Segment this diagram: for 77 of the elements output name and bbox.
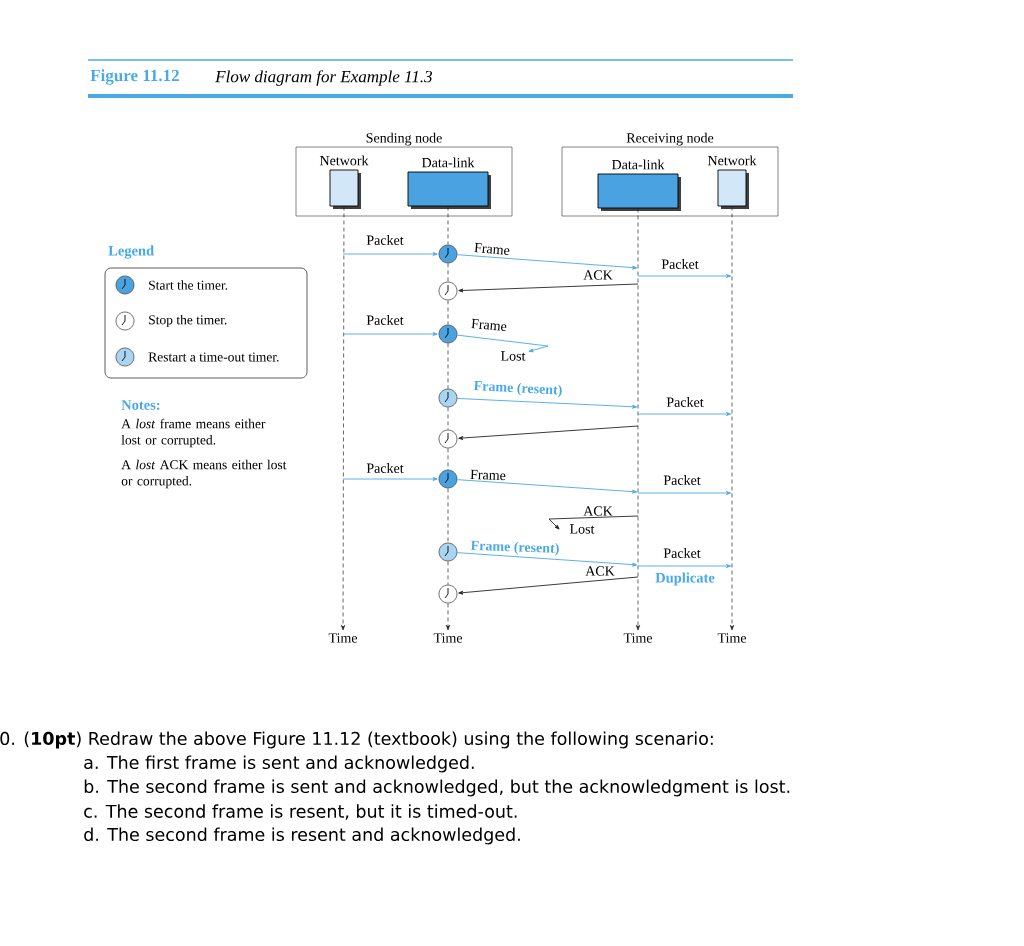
label: Lost [569,524,595,534]
node-label: Data-link [421,157,475,168]
arrow [342,252,438,256]
figure-title: Figure 11.12 [90,69,179,85]
arrow [458,425,639,440]
timer-icon [438,469,458,489]
edge-label: Frame [474,242,510,255]
arrow [456,398,638,409]
node-label: Network [707,155,757,166]
lifeline [340,206,346,631]
timer-icon [438,429,458,449]
lifeline [635,208,641,631]
question-text: b. The second frame is sent and acknowledged, but the acknowledgment is lost. [84,779,790,797]
lifeline [447,488,449,543]
edge-label: ACK [585,566,615,576]
lifeline [447,206,449,245]
lifeline [447,300,449,325]
edge-label: Frame (resent) [473,380,562,398]
figure-caption: Flow diagram for Example 11.3 [215,70,432,86]
edge-label: Packet [366,235,404,245]
legend-text: Stop the timer. [149,314,227,328]
time-label: Time [433,633,463,643]
timer-icon [438,542,458,562]
edge-label: Packet [366,463,404,473]
timer-icon [438,281,458,301]
time-label: Time [623,633,653,643]
lifeline [447,561,449,585]
node-label: Data-link [611,159,665,170]
lifeline [447,263,449,282]
lifeline [447,448,449,470]
edge-label: Frame [470,469,506,481]
note-text: A lost ACK means either lost or corrupted. [121,459,287,489]
node-label: Sending node [366,132,442,146]
arrow [456,334,549,353]
arrow [456,552,638,567]
heading: Legend [108,245,154,259]
layer-box: Network [707,155,757,209]
label: ACK [583,506,613,516]
edge-label: Frame (resent) [470,540,559,556]
edge-label: Frame [471,318,507,331]
note-text: A lost frame means either lost or corrupted. [121,418,266,448]
label: Lost [500,351,526,361]
arrow [456,254,638,270]
arrow [342,332,438,336]
question-text: 0. (10pt) Redraw the above Figure 11.12 (textbook) using the following scenario: [0,731,713,749]
node-label: Receiving node [626,132,714,146]
question-text: c. The second frame is resent, but it is timed-out. [84,804,517,820]
timer-icon [438,244,458,264]
label: Packet [661,259,699,269]
time-label: Time [717,633,747,643]
lifeline [447,407,449,430]
arrow [458,576,639,595]
heading: Notes: [121,400,160,410]
legend-text: Restart a time-out timer. [148,352,279,362]
edge-label: ACK [583,270,613,280]
label: Packet [663,475,701,485]
lifeline [445,603,451,631]
node-label: Network [319,155,369,166]
label: Duplicate [655,572,715,586]
label: Packet [666,397,704,407]
lifeline [729,206,735,631]
layer-box: Network [319,155,369,209]
question-text: d. The second frame is resent and acknowledged. [84,827,520,845]
question-text: a. The first frame is sent and acknowledged. [84,755,474,773]
layer-box: Data-link [597,159,681,211]
arrow [342,477,438,481]
arrow [458,283,639,293]
arrow [456,479,638,494]
layer-box: Data-link [407,157,491,209]
timer-icon [438,324,458,344]
label: Packet [663,548,701,558]
time-label: Time [328,633,358,643]
legend-text: Start the timer. [149,280,228,290]
edge-label: Packet [366,315,404,325]
timer-icon [438,388,458,408]
timer-icon [438,584,458,604]
lifeline [447,343,449,389]
